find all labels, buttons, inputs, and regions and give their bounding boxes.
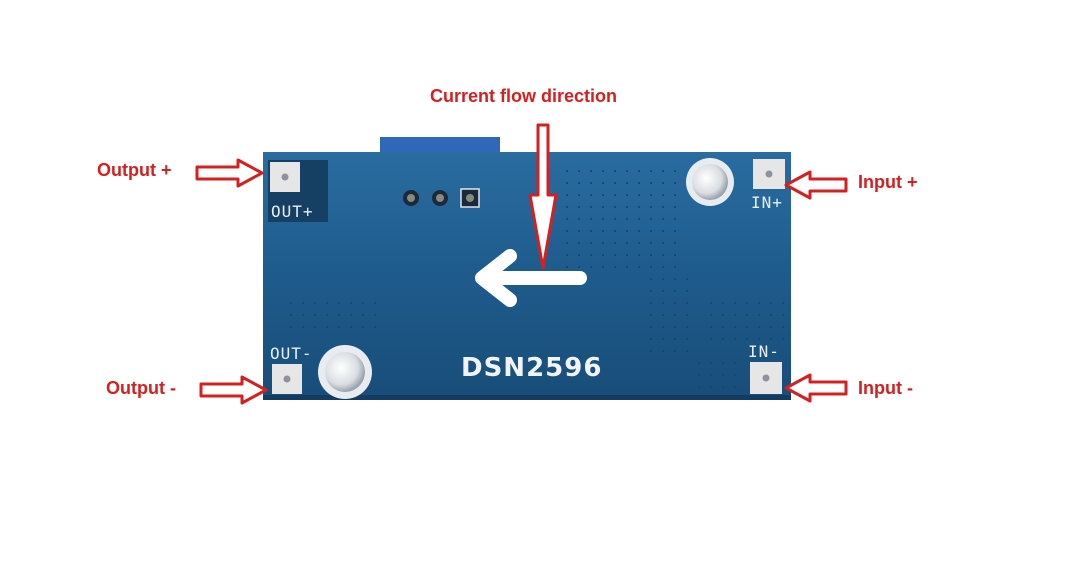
- label-output-minus: Output -: [106, 378, 176, 398]
- silk-in-plus: IN+: [751, 193, 783, 212]
- via-field-bottom: [690, 360, 740, 390]
- via-field-mid: [650, 272, 690, 352]
- left-arrow-icon: [475, 249, 587, 307]
- board-model-label: DSN2596: [461, 353, 603, 383]
- silk-out-minus: OUT-: [270, 344, 313, 363]
- via-field-top: [560, 162, 680, 272]
- down-arrow-icon: [528, 123, 558, 270]
- silk-out-plus: OUT+: [271, 202, 314, 221]
- via-field-right: [700, 300, 784, 340]
- silk-in-minus: IN-: [748, 342, 780, 361]
- diagram-title: Current flow direction: [430, 86, 618, 106]
- pcb-edge: [263, 395, 791, 400]
- label-input-plus: Input +: [858, 172, 918, 192]
- label-output-plus: Output +: [97, 160, 172, 180]
- via-field-left: [288, 302, 378, 332]
- pointer-arrow-icon: [195, 158, 848, 405]
- label-input-minus: Input -: [858, 378, 913, 398]
